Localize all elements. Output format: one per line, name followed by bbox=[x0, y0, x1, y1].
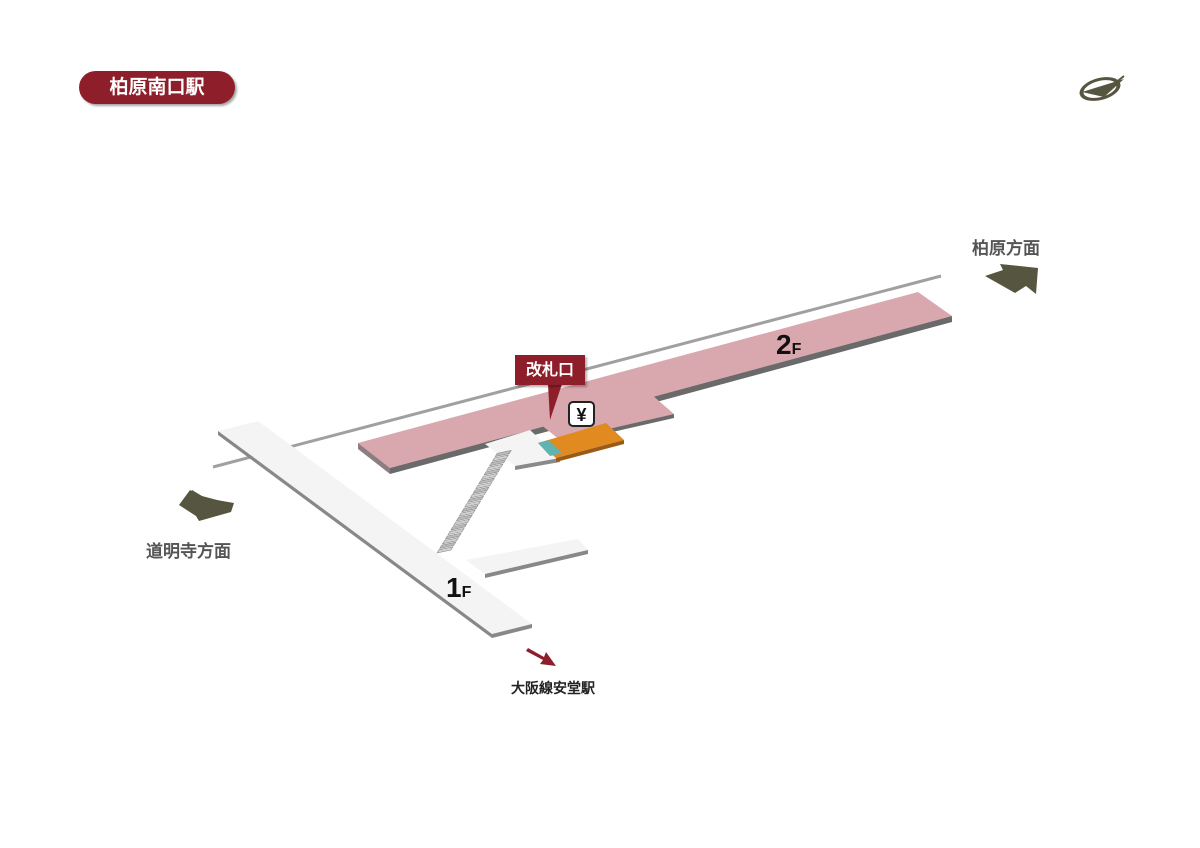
exit-arrow-icon bbox=[526, 648, 556, 666]
ticket-area bbox=[538, 423, 624, 462]
direction-arrow-icon bbox=[179, 490, 234, 521]
stair-step bbox=[453, 518, 471, 526]
stair-step bbox=[472, 486, 490, 494]
stair-step bbox=[444, 532, 462, 540]
gate-callout-pointer bbox=[548, 384, 562, 420]
stair-step bbox=[480, 472, 498, 480]
svg-text:¥: ¥ bbox=[576, 405, 586, 425]
stair-step bbox=[436, 546, 454, 554]
stair-step bbox=[469, 491, 487, 499]
stair-step bbox=[450, 523, 468, 531]
destination-label: 大阪線安堂駅 bbox=[511, 681, 595, 697]
direction-label-domyoji: 道明寺方面 bbox=[146, 542, 231, 562]
gate-callout: 改札口 bbox=[515, 355, 585, 385]
staircase bbox=[436, 449, 512, 554]
stair-step bbox=[455, 514, 473, 522]
stair-step bbox=[477, 477, 496, 485]
stair-step bbox=[486, 463, 504, 471]
stair-step bbox=[441, 537, 460, 545]
stair-step bbox=[475, 482, 493, 490]
stair-step bbox=[464, 500, 482, 508]
floor-label-1f: 1F bbox=[446, 572, 472, 603]
stair-step bbox=[494, 449, 512, 458]
stair-step bbox=[489, 459, 507, 467]
stair-step bbox=[491, 454, 510, 462]
direction-arrow-icon bbox=[985, 264, 1038, 294]
floor-label-2f: 2F bbox=[776, 329, 802, 360]
stair-step bbox=[458, 509, 476, 517]
stair-step bbox=[439, 541, 457, 549]
stair-step bbox=[466, 495, 485, 503]
stair-step bbox=[483, 468, 501, 476]
compass-icon bbox=[1079, 75, 1125, 101]
stair-step bbox=[461, 505, 479, 513]
stair-step bbox=[447, 527, 465, 536]
ticket-machine-icon: ¥ bbox=[568, 401, 595, 427]
station-name-badge: 柏原南口駅 bbox=[79, 71, 235, 104]
walkway-1f bbox=[218, 421, 588, 638]
concourse-2f bbox=[358, 292, 952, 474]
direction-label-kashiwara: 柏原方面 bbox=[972, 239, 1040, 259]
